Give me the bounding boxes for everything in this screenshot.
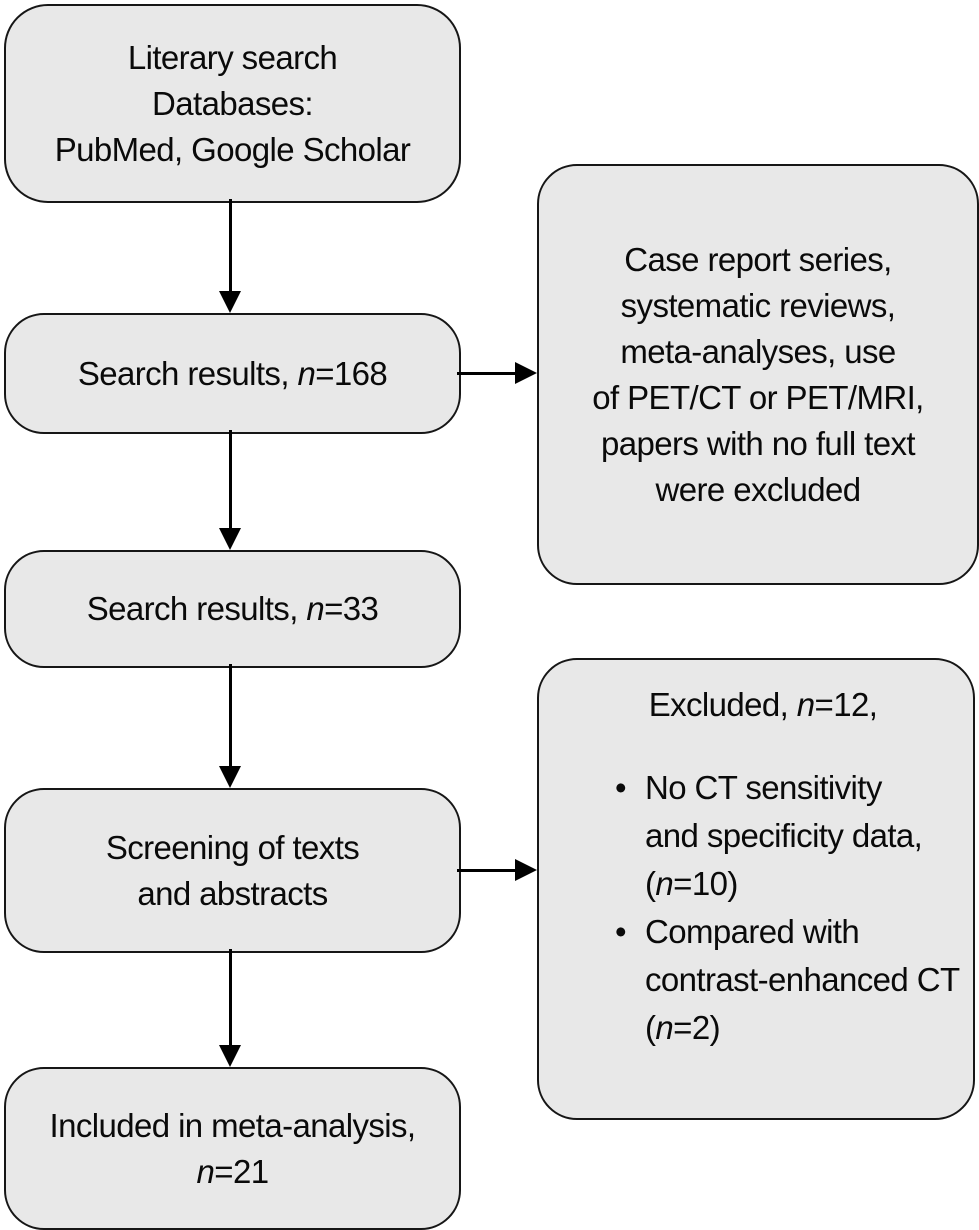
box-text: Search results, <box>86 590 307 627</box>
box-text-line: Compared with <box>645 913 860 950</box>
box-text-line: Search results, n=168 <box>77 351 388 397</box>
count-value: =168 <box>315 354 388 392</box>
arrow-results33-to-screening <box>218 664 242 788</box>
arrowhead-down-icon <box>219 291 241 313</box>
excluded-title: Excluded, n=12, <box>567 682 959 728</box>
box-text-line: and specificity data, <box>645 817 923 854</box>
n-symbol: n <box>796 686 815 723</box>
box-text-line: PubMed, Google Scholar <box>54 130 411 168</box>
box-search-results-168: Search results, n=168 <box>4 313 461 434</box>
box-exclusion-reasons: Case report series, systematic reviews, … <box>537 164 979 585</box>
box-text-line: Included in meta-analysis, <box>49 1106 417 1144</box>
box-text-line: systematic reviews, <box>620 286 896 324</box>
box-screening: Screening of texts and abstracts <box>4 788 461 953</box>
arrow-shaft <box>228 664 232 770</box>
n-symbol: n <box>655 865 674 902</box>
box-text-line: No CT sensitivity <box>645 769 882 806</box>
bullet-icon: • <box>615 913 627 950</box>
bullet-text: No CT sensitivity and specificity data, … <box>645 764 959 908</box>
arrowhead-right-icon <box>515 362 537 384</box>
count-value: =12, <box>814 686 878 723</box>
box-text-line: Case report series, <box>624 240 892 278</box>
box-text: Search results, <box>77 354 298 392</box>
arrow-shaft <box>457 371 519 375</box>
box-literary-search: Literary search Databases: PubMed, Googl… <box>4 4 461 203</box>
arrow-results168-to-results33 <box>218 430 242 550</box>
box-text-line: contrast-enhanced CT <box>645 961 960 998</box>
box-text-line: (n=10) <box>645 860 959 908</box>
box-text-line: (n=2) <box>645 1004 960 1052</box>
box-text-line: meta-analyses, use <box>620 332 896 370</box>
count-value: =10) <box>673 865 738 902</box>
arrowhead-right-icon <box>515 859 537 881</box>
box-text: Excluded, <box>648 686 797 723</box>
box-text-line: and abstracts <box>137 874 328 912</box>
arrow-shaft <box>228 949 232 1049</box>
box-text-line: Screening of texts <box>105 828 360 866</box>
bullet-text: Compared with contrast-enhanced CT (n=2) <box>645 908 960 1052</box>
arrow-shaft <box>457 868 519 872</box>
box-text-line: Literary search <box>127 38 338 76</box>
arrow-literary-to-results168 <box>218 199 242 313</box>
list-item: • No CT sensitivity and specificity data… <box>615 764 959 908</box>
arrow-screening-to-excluded12 <box>457 858 537 882</box>
n-symbol: n <box>297 354 316 392</box>
n-symbol: n <box>655 1009 674 1046</box>
arrow-shaft <box>228 199 232 295</box>
arrowhead-down-icon <box>219 528 241 550</box>
box-excluded-12: Excluded, n=12, • No CT sensitivity and … <box>537 658 975 1120</box>
count-value: =21 <box>214 1152 269 1190</box>
box-search-results-33: Search results, n=33 <box>4 550 461 668</box>
box-text-line: papers with no full text <box>601 424 916 462</box>
list-item: • Compared with contrast-enhanced CT (n=… <box>615 908 960 1052</box>
count-value: =2) <box>673 1009 720 1046</box>
count-value: =33 <box>324 590 379 627</box>
box-text-line: Databases: <box>152 84 314 122</box>
box-text: ( <box>645 865 656 902</box>
box-included-meta-analysis: Included in meta-analysis, n=21 <box>4 1067 461 1230</box>
box-text-line: of PET/CT or PET/MRI, <box>592 378 924 416</box>
box-text-line: n=21 <box>196 1149 270 1195</box>
arrow-results168-to-exclusion-reasons <box>457 361 537 385</box>
arrow-screening-to-included <box>218 949 242 1067</box>
bullet-icon: • <box>615 769 627 806</box>
arrowhead-down-icon <box>219 1045 241 1067</box>
box-text: ( <box>645 1009 656 1046</box>
excluded-bullet-list: • No CT sensitivity and specificity data… <box>615 764 960 1052</box>
arrow-shaft <box>228 430 232 532</box>
box-text-line: were excluded <box>655 470 862 508</box>
n-symbol: n <box>196 1152 215 1190</box>
box-text-line: Search results, n=33 <box>87 586 379 632</box>
arrowhead-down-icon <box>219 766 241 788</box>
n-symbol: n <box>306 590 325 627</box>
